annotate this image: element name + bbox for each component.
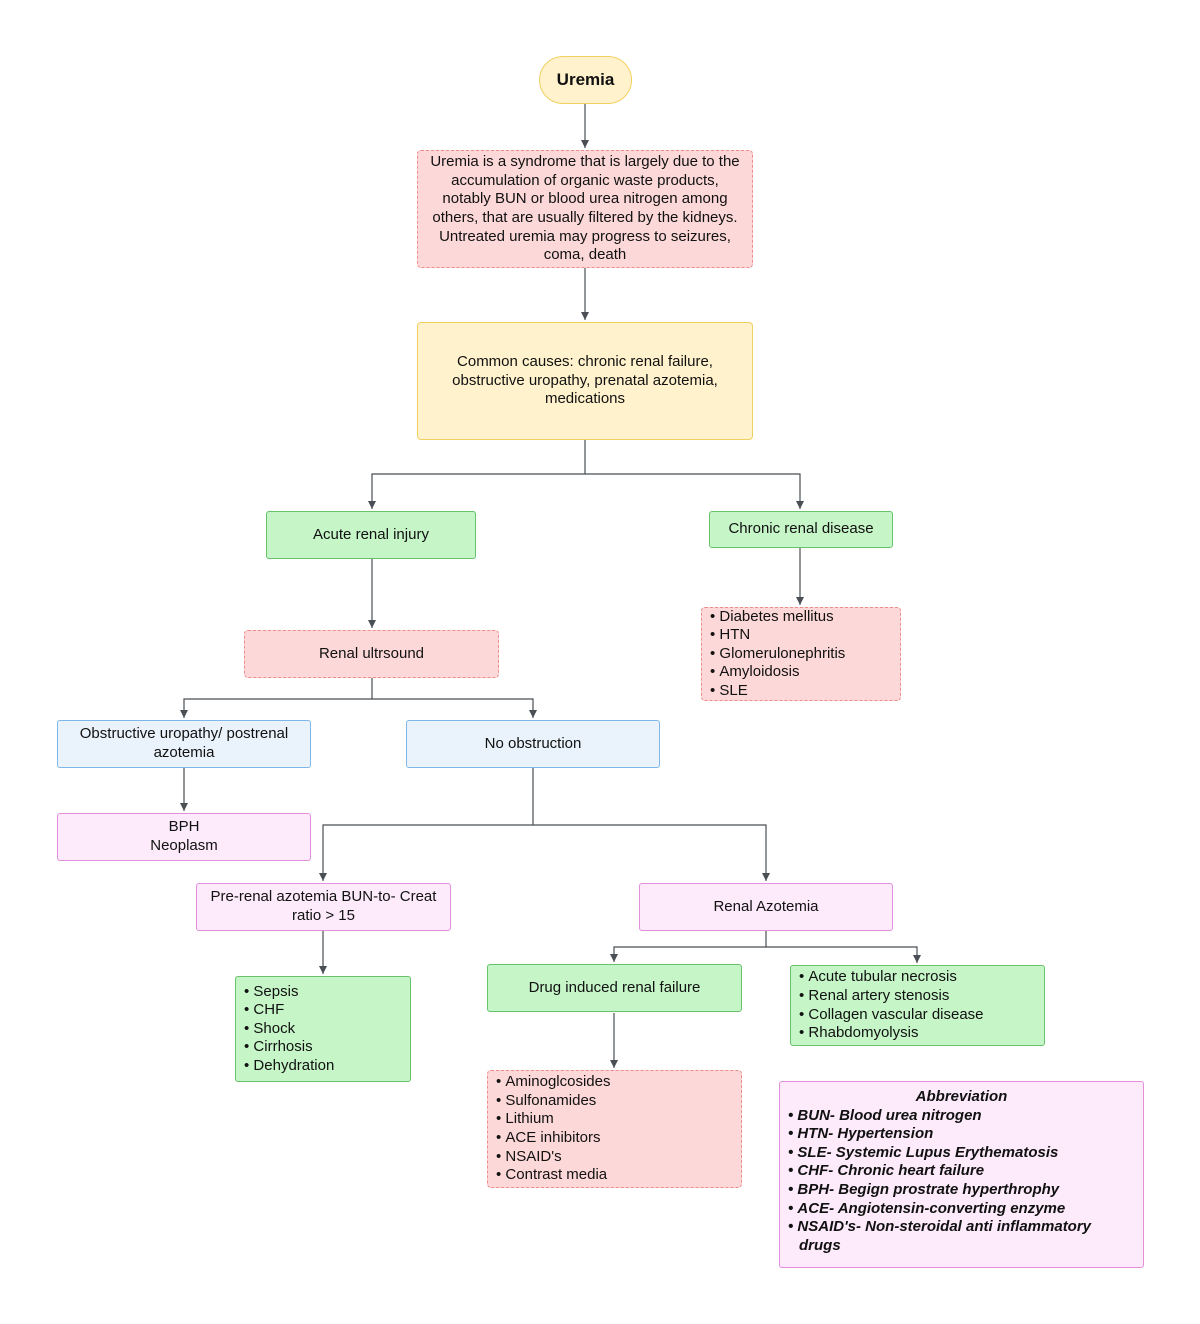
abbreviation-list: BUN- Blood urea nitrogen HTN- Hypertensi… — [788, 1107, 1135, 1256]
prerenal-azotemia-node: Pre-renal azotemia BUN-to- Creat ratio >… — [196, 883, 451, 931]
list-item: SLE- Systemic Lupus Erythematosis — [788, 1144, 1135, 1163]
arrow-causes-to-acute — [368, 440, 586, 509]
list-item: Collagen vascular disease — [799, 1006, 983, 1025]
renal-causes-list: Acute tubular necrosis Renal artery sten… — [799, 968, 984, 1043]
list-item: Dehydration — [244, 1057, 334, 1076]
list-item: BUN- Blood urea nitrogen — [788, 1107, 1135, 1126]
list-item: BPH- Begign prostrate hyperthrophy — [788, 1181, 1135, 1200]
chronic-renal-disease-label: Chronic renal disease — [728, 520, 874, 538]
list-item: NSAID's — [496, 1148, 610, 1167]
list-item: ACE inhibitors — [496, 1129, 610, 1148]
drugs-list: Aminoglcosides Sulfonamides Lithium ACE … — [496, 1073, 610, 1185]
obstructive-causes-node: BPH Neoplasm — [57, 813, 311, 861]
arrow-no-obstruction-to-prerenal — [319, 768, 534, 881]
list-item: ACE- Angiotensin-converting enzyme — [788, 1200, 1135, 1219]
arrow-ultrasound-to-obstructive — [180, 678, 373, 718]
list-item: Diabetes mellitus — [710, 608, 845, 627]
uremia-label: Uremia — [556, 69, 615, 89]
abbreviation-title: Abbreviation — [915, 1088, 1008, 1105]
abbreviation-box: Abbreviation BUN- Blood urea nitrogen HT… — [779, 1081, 1144, 1268]
list-item: Rhabdomyolysis — [799, 1024, 984, 1043]
list-item: Acute tubular necrosis — [799, 968, 984, 987]
obstructive-cause-neoplasm: Neoplasm — [150, 837, 218, 854]
list-item: Aminoglcosides — [496, 1073, 610, 1092]
renal-ultrasound-node: Renal ultrsound — [244, 630, 499, 678]
list-item: NSAID's- Non-steroidal anti inflammatory… — [788, 1218, 1135, 1255]
list-item: HTN- Hypertension — [788, 1125, 1135, 1144]
renal-ultrasound-label: Renal ultrsound — [318, 644, 425, 662]
obstructive-uropathy-label: Obstructive uropathy/ postrenal azotemia — [79, 725, 289, 761]
arrow-no-obstruction-to-renal — [533, 824, 770, 881]
drugs-list-node: Aminoglcosides Sulfonamides Lithium ACE … — [487, 1070, 742, 1188]
chronic-renal-disease-node: Chronic renal disease — [709, 511, 893, 548]
common-causes-text: Common causes: chronic renal failure, ob… — [452, 353, 718, 408]
list-item: Amyloidosis — [710, 663, 845, 682]
drug-induced-label: Drug induced renal failure — [528, 978, 701, 996]
prerenal-causes-node: Sepsis CHF Shock Cirrhosis Dehydration — [235, 976, 411, 1082]
arrow-causes-to-chronic — [585, 473, 804, 509]
no-obstruction-label: No obstruction — [484, 734, 582, 752]
list-item: Glomerulonephritis — [710, 645, 845, 664]
prerenal-causes-list: Sepsis CHF Shock Cirrhosis Dehydration — [244, 983, 334, 1076]
list-item: CHF- Chronic heart failure — [788, 1162, 1135, 1181]
arrow-renal-to-drug — [610, 931, 767, 962]
list-item: Lithium — [496, 1110, 610, 1129]
uremia-node: Uremia — [539, 56, 632, 104]
chronic-causes-list: Diabetes mellitus HTN Glomerulonephritis… — [710, 608, 845, 701]
drug-induced-node: Drug induced renal failure — [487, 964, 742, 1012]
obstructive-uropathy-node: Obstructive uropathy/ postrenal azotemia — [57, 720, 311, 768]
list-item: HTN — [710, 626, 845, 645]
acute-renal-injury-node: Acute renal injury — [266, 511, 476, 559]
arrow-renal-to-causes — [766, 946, 921, 963]
list-item: Cirrhosis — [244, 1038, 334, 1057]
arrow-ultrasound-to-no-obstruction — [372, 698, 537, 718]
list-item: Shock — [244, 1020, 334, 1039]
list-item: SLE — [710, 682, 845, 701]
list-item: Contrast media — [496, 1166, 610, 1185]
list-item: CHF — [244, 1001, 334, 1020]
list-item: Renal artery stenosis — [799, 987, 984, 1006]
no-obstruction-node: No obstruction — [406, 720, 660, 768]
list-item: Sulfonamides — [496, 1092, 610, 1111]
definition-node: Uremia is a syndrome that is largely due… — [417, 150, 753, 268]
definition-text: Uremia is a syndrome that is largely due… — [430, 153, 740, 264]
prerenal-azotemia-label: Pre-renal azotemia BUN-to- Creat ratio >… — [210, 888, 437, 924]
list-item: Sepsis — [244, 983, 334, 1002]
chronic-causes-node: Diabetes mellitus HTN Glomerulonephritis… — [701, 607, 901, 701]
obstructive-cause-bph: BPH — [168, 818, 200, 836]
renal-azotemia-label: Renal Azotemia — [713, 897, 819, 915]
acute-renal-injury-label: Acute renal injury — [313, 525, 429, 543]
renal-causes-node: Acute tubular necrosis Renal artery sten… — [790, 965, 1045, 1046]
common-causes-node: Common causes: chronic renal failure, ob… — [417, 322, 753, 440]
renal-azotemia-node: Renal Azotemia — [639, 883, 893, 931]
